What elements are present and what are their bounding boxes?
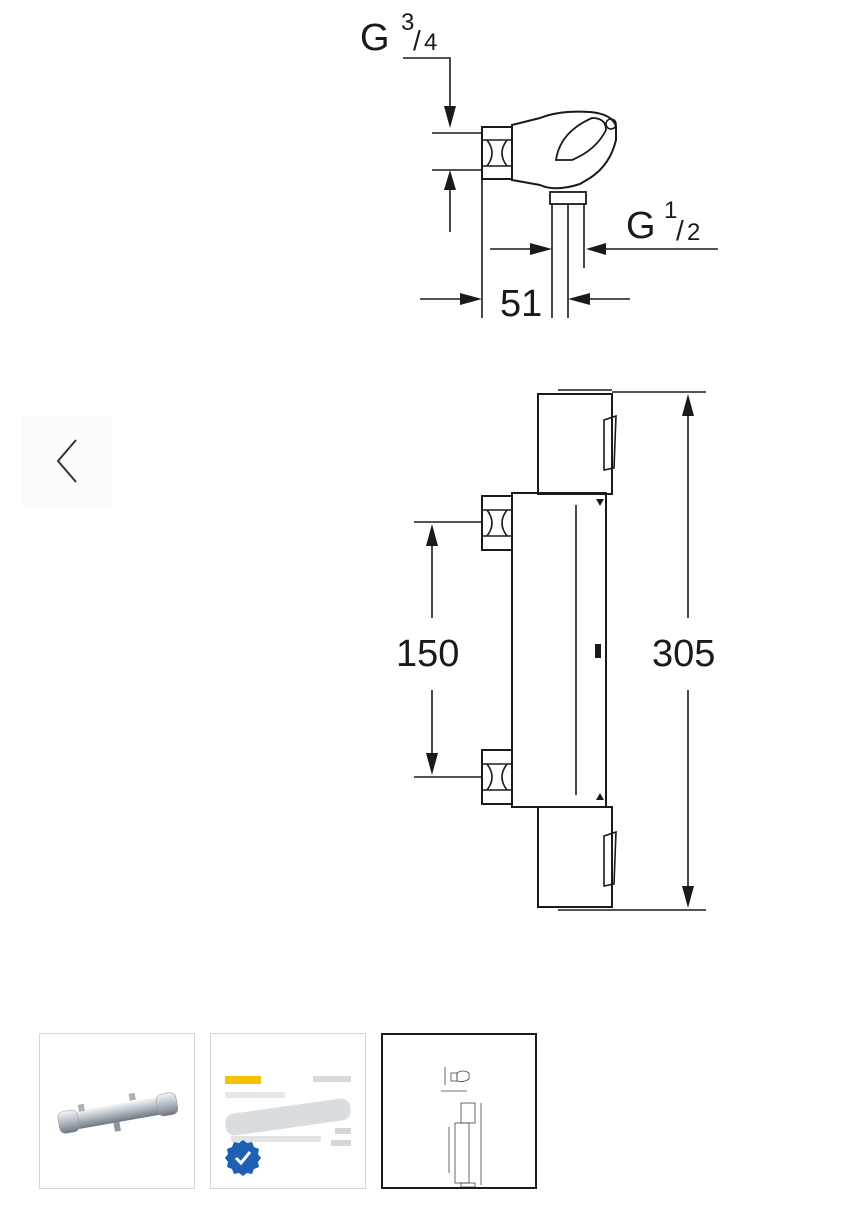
outlet-thread-base: G xyxy=(626,205,656,247)
chevron-left-icon xyxy=(56,439,77,483)
image-gallery: G 3 / 4 G xyxy=(22,9,718,911)
thumbnail-product-photo[interactable] xyxy=(39,1033,195,1189)
technical-drawing: G 3 / 4 G xyxy=(360,9,718,911)
top-view: G 3 / 4 G xyxy=(360,9,718,325)
mini-drawing-image xyxy=(441,1067,482,1187)
badge-card-image xyxy=(225,1076,351,1176)
outlet-thread-slash: / xyxy=(676,215,684,246)
outlet-thread-den: 2 xyxy=(687,219,700,246)
front-view: 150 305 xyxy=(396,389,715,911)
verified-badge-icon xyxy=(225,1140,261,1176)
inlet-thread-den: 4 xyxy=(424,29,437,56)
inlet-thread-base: G xyxy=(360,17,390,59)
previous-image-button[interactable] xyxy=(22,416,112,506)
thumbnail-quality-badge[interactable] xyxy=(210,1033,366,1189)
total-length-label: 305 xyxy=(652,633,715,675)
thermostat-image xyxy=(57,1092,179,1134)
inlet-spacing-label: 150 xyxy=(396,633,459,675)
depth-dimension-label: 51 xyxy=(500,283,542,325)
inlet-thread-slash: / xyxy=(413,25,421,56)
outlet-thread-num: 1 xyxy=(664,197,677,224)
thumbnail-technical-drawing[interactable] xyxy=(381,1033,537,1189)
inlet-thread-num: 3 xyxy=(401,9,414,36)
